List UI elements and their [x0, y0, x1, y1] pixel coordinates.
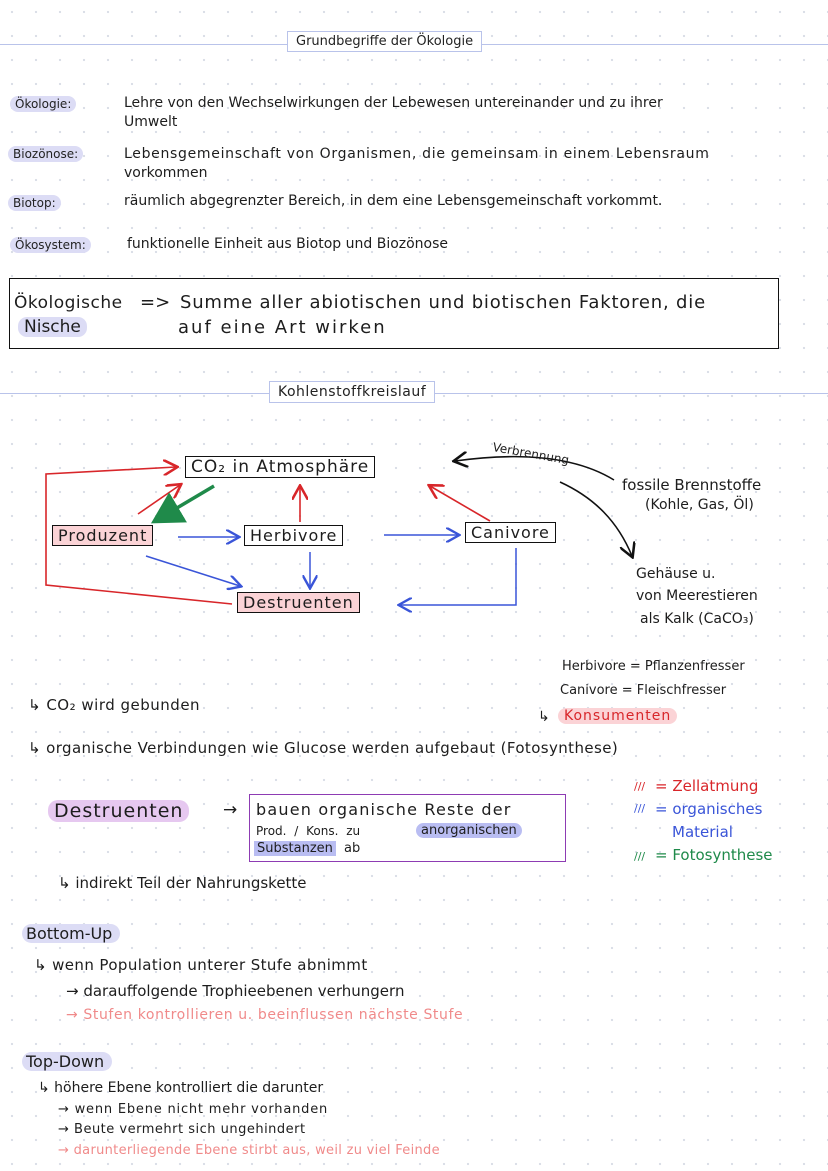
niche-arrow: =>	[140, 292, 171, 313]
arrow-producer-to-destruents	[145, 555, 240, 586]
legend-swatch-green: ///	[634, 850, 646, 863]
top-down-line2: → wenn Ebene nicht mehr vorhanden	[58, 1102, 329, 1117]
arrow-combustion	[455, 457, 615, 481]
note-herbivore-definition: Herbivore = Pflanzenfresser	[562, 659, 745, 674]
def-biozoenose-line1: Lebensgemeinschaft von Organismen, die g…	[124, 146, 710, 162]
term-biotop: Biotop:	[8, 195, 61, 211]
arrow-destruents-to-atmosphere	[45, 467, 233, 605]
bottom-up-line2: → darauffolgende Trophieebenen verhunger…	[66, 982, 405, 1000]
note-consumers-arrow: ↳	[538, 709, 550, 725]
niche-box	[9, 278, 779, 349]
label-fossil-examples: (Kohle, Gas, Öl)	[645, 497, 754, 513]
destruents-indirect: ↳ indirekt Teil der Nahrungskette	[58, 874, 307, 892]
destruents-arrow: →	[223, 800, 238, 820]
section-title-basics: Grundbegriffe der Ökologie	[287, 31, 483, 52]
destruents-line1: bauen organische Reste der	[256, 800, 512, 819]
node-carnivore: Canivore	[465, 522, 556, 543]
def-biozoenose-line2: vorkommen	[124, 165, 208, 181]
label-shells-line1: Gehäuse u.	[636, 566, 716, 582]
arrow-fossil-to-shells	[559, 481, 632, 556]
def-oekologie-line2: Umwelt	[124, 114, 178, 130]
note-consumers: Konsumenten	[558, 708, 678, 724]
legend-swatch-red: ///	[634, 780, 646, 793]
legend-cell-respiration: = Zellatmung	[655, 777, 759, 795]
def-oekologie: Lehre von den Wechselwirkungen der Lebew…	[124, 92, 663, 133]
def-biotop: räumlich abgegrenzter Bereich, in dem ei…	[124, 193, 663, 209]
label-fossil-fuels: fossile Brennstoffe	[622, 476, 762, 494]
legend-swatch-blue: ///	[634, 802, 646, 815]
legend-organic-material: = organisches	[655, 800, 763, 818]
destruents-line2a: Prod. / Kons. zu	[256, 824, 361, 838]
term-oekologie: Ökologie:	[10, 96, 77, 112]
note-organic-compounds: ↳ organische Verbindungen wie Glucose we…	[28, 739, 619, 757]
legend-organic-material-line2: Material	[672, 823, 733, 841]
term-oekosystem: Ökosystem:	[10, 237, 91, 253]
arrow-carnivore-to-atmosphere	[430, 486, 491, 522]
node-herbivore: Herbivore	[244, 525, 344, 546]
def-oekosystem: funktionelle Einheit aus Biotop und Bioz…	[127, 236, 449, 252]
node-destruents: Destruenten	[237, 592, 360, 613]
bottom-up-line3: → Stufen kontrollieren u. beeinflussen n…	[66, 1007, 464, 1023]
bottom-up-heading: Bottom-Up	[22, 924, 121, 943]
def-biozoenose: Lebensgemeinschaft von Organismen, die g…	[124, 143, 710, 184]
def-oekologie-line1: Lehre von den Wechselwirkungen der Lebew…	[124, 95, 663, 111]
label-shells-line3: als Kalk (CaCO₃)	[640, 611, 754, 627]
destruents-line3a: Substanzen	[254, 841, 336, 856]
top-down-line4: → darunterliegende Ebene stirbt aus, wei…	[58, 1143, 440, 1158]
note-co2-bound: ↳ CO₂ wird gebunden	[28, 696, 201, 714]
niche-term-line2: Nische	[18, 317, 87, 337]
note-carnivore-definition: Canivore = Fleischfresser	[560, 683, 727, 698]
section-title-carbon-cycle: Kohlenstoffkreislauf	[269, 381, 436, 403]
node-producer: Produzent	[52, 525, 154, 546]
legend-photosynthesis: = Fotosynthese	[655, 846, 773, 864]
top-down-line3: → Beute vermehrt sich ungehindert	[58, 1122, 306, 1137]
arrow-carnivore-to-destruents	[400, 548, 517, 605]
node-atmosphere: CO₂ in Atmosphäre	[185, 456, 376, 478]
destruents-line2b: anorganischen	[416, 823, 522, 838]
destruents-line3b: ab	[344, 841, 361, 856]
top-down-line1: ↳ höhere Ebene kontrolliert die darunter	[38, 1080, 324, 1096]
term-biozoenose: Biozönose:	[8, 146, 84, 162]
arrow-atmosphere-to-producer	[150, 484, 215, 524]
niche-definition-line1: Summe aller abiotischen und biotischen F…	[180, 292, 706, 313]
top-down-heading: Top-Down	[22, 1052, 113, 1071]
niche-term-line1: Ökologische	[14, 293, 123, 313]
niche-definition-line2: auf eine Art wirken	[178, 317, 387, 338]
bottom-up-line1: ↳ wenn Population unterer Stufe abnimmt	[34, 956, 368, 974]
destruents-term: Destruenten	[48, 800, 190, 822]
label-shells-line2: von Meerestieren	[636, 588, 758, 604]
